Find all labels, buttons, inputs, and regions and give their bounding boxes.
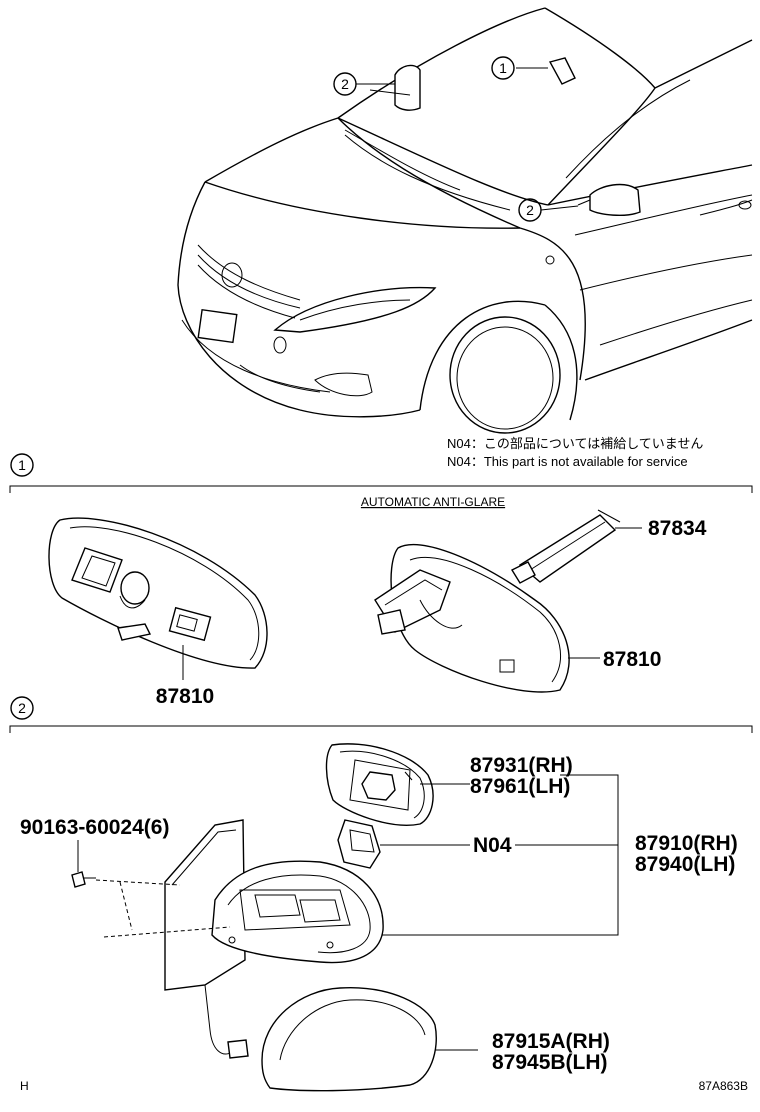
bracket-87910 xyxy=(380,774,619,936)
actuator-drawing xyxy=(337,819,470,869)
part-87910-rh: 87910(RH) xyxy=(635,832,738,855)
outer-mirror-drawing xyxy=(164,819,384,1059)
part-n04: N04 xyxy=(473,834,512,857)
part-87810-right: 87810 xyxy=(603,648,661,671)
svg-text:2: 2 xyxy=(341,76,349,92)
inner-mirror-front-drawing xyxy=(374,543,570,693)
svg-text:2: 2 xyxy=(526,202,534,218)
section-1-header: 1 AUTOMATIC ANTI-GLARE xyxy=(9,453,753,509)
callout-2-windshield: 2 xyxy=(333,72,395,96)
note-n04-jp: N04：この部品については補給していません xyxy=(447,436,703,451)
mirror-cover-drawing xyxy=(261,987,478,1092)
sensor-87834-drawing xyxy=(511,509,642,584)
section-2-header: 2 xyxy=(9,696,753,733)
part-87931-rh: 87931(RH) xyxy=(470,754,573,777)
svg-text:1: 1 xyxy=(499,60,507,76)
part-87834: 87834 xyxy=(648,517,707,540)
part-87945b-lh: 87945B(LH) xyxy=(492,1051,608,1074)
part-87915a-rh: 87915A(RH) xyxy=(492,1030,610,1053)
mirror-glass-drawing xyxy=(325,743,470,826)
section-1-title: AUTOMATIC ANTI-GLARE xyxy=(361,495,505,509)
footer-left-code: H xyxy=(20,1079,29,1093)
part-87810-left: 87810 xyxy=(156,685,214,708)
part-87940-lh: 87940(LH) xyxy=(635,853,735,876)
callout-1-top: 1 xyxy=(491,56,515,80)
section-1-marker: 1 xyxy=(18,457,26,473)
note-n04-en: N04：This part is not available for servi… xyxy=(447,454,688,469)
inner-mirror-back-drawing xyxy=(48,517,268,680)
part-87961-lh: 87961(LH) xyxy=(470,775,570,798)
footer-diagram-id: 87A863B xyxy=(699,1079,748,1093)
section-2-marker: 2 xyxy=(18,700,26,716)
bolt-90163-drawing xyxy=(71,840,231,938)
car-illustration xyxy=(177,7,753,434)
part-90163: 90163-60024(6) xyxy=(20,816,169,839)
callout-2-door: 2 xyxy=(518,198,579,222)
